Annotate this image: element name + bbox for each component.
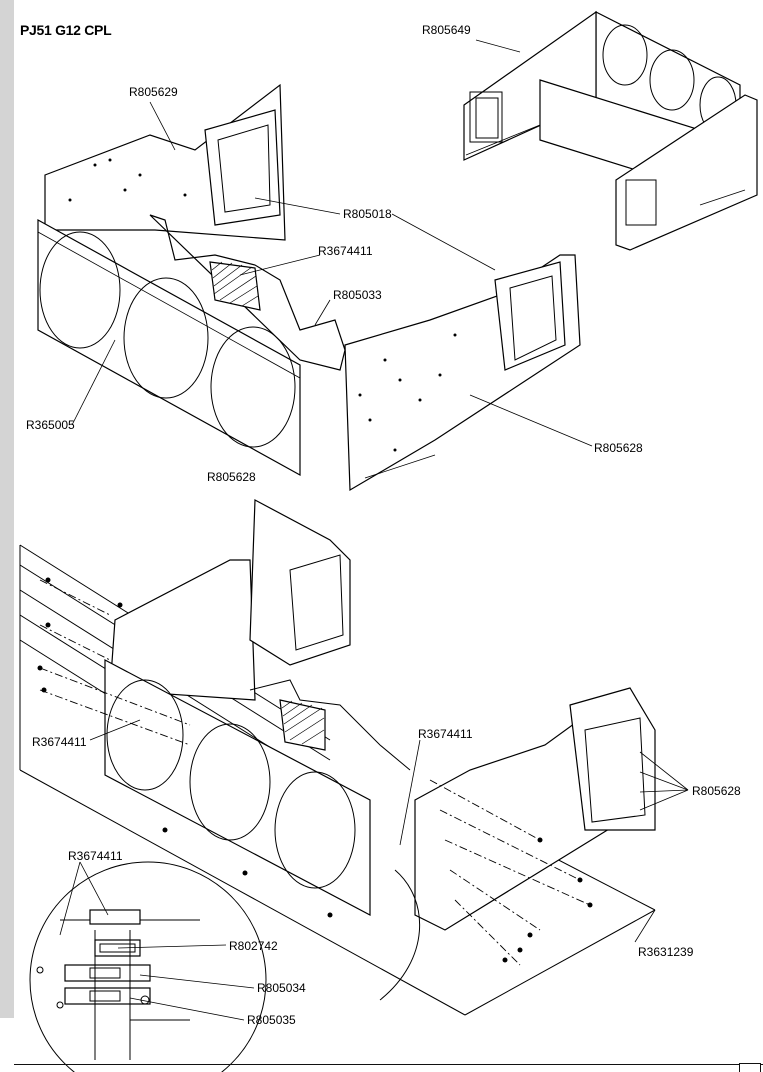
page-title: PJ51 G12 CPL [20,22,112,38]
callout-c4: R3674411 [318,244,373,258]
callout-c15: R805034 [257,981,306,995]
callout-labels: R805649 R805629 R805018 R3674411 R805033… [26,23,741,1027]
callout-c10: R3674411 [418,727,473,741]
baffle-hatching-lower [281,700,325,745]
callout-c16: R805035 [247,1013,296,1027]
mounting-hole-pattern [68,158,457,452]
callout-c7: R805628 [594,441,643,455]
page-corner-tab [739,1063,761,1072]
exploded-view-upper [37,83,581,492]
callout-c8: R805628 [207,470,256,484]
callout-c2: R805629 [129,85,178,99]
callout-c13: R3631239 [638,945,694,959]
callout-c1: R805649 [422,23,471,37]
callout-c11: R805628 [692,784,741,798]
exploded-view-lower [19,499,656,1016]
footer-rule [14,1064,763,1065]
callout-c6: R365005 [26,418,75,432]
assembled-shroud-view [463,10,758,251]
bolt-markers [37,577,593,963]
page-margin-strip [0,0,14,1018]
leader-lines [59,39,689,1021]
baffle-hatching [211,261,259,307]
detail-magnifier [29,861,267,1072]
callout-c9: R3674411 [32,735,87,749]
callout-c14: R802742 [229,939,278,953]
callout-c3: R805018 [343,207,392,221]
callout-c12: R3674411 [68,849,123,863]
callout-c5: R805033 [333,288,382,302]
